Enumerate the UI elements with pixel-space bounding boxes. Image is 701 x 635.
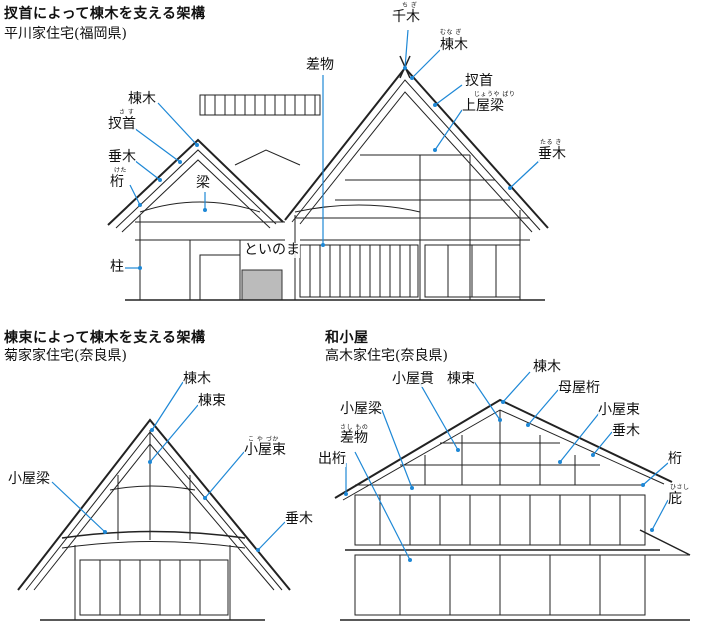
bottom-left-house-drawing bbox=[17, 418, 291, 621]
label-br-koyabari: 小屋梁 bbox=[340, 401, 382, 417]
ruby-br-hisashi: ひさし bbox=[670, 484, 690, 491]
label-hashira: 柱 bbox=[110, 259, 124, 275]
label-sasu-left: 扠首 bbox=[108, 116, 136, 132]
ruby-chigi: ち ぎ bbox=[402, 2, 418, 9]
top-section-subtitle: 平川家住宅(福岡県) bbox=[4, 26, 127, 42]
label-br-koyazuka: 小屋束 bbox=[598, 402, 640, 418]
label-bl-koyabari: 小屋梁 bbox=[8, 471, 50, 487]
ruby-br-sashimono: さし もの bbox=[340, 424, 369, 431]
label-chigi: 千木 bbox=[392, 9, 420, 25]
bottom-right-house-drawing bbox=[334, 398, 691, 621]
bottom-left-heading: 棟束によって棟木を支える架構 bbox=[4, 330, 206, 346]
ruby-keta-left: けた bbox=[114, 167, 128, 174]
label-hari: 梁 bbox=[196, 175, 210, 191]
label-taruki-left: 垂木 bbox=[108, 149, 136, 165]
label-bl-munagi: 棟木 bbox=[183, 371, 211, 387]
label-taruki-right: 垂木 bbox=[538, 146, 566, 162]
label-keta-left: 桁 bbox=[110, 174, 124, 190]
bottom-left-subtitle: 菊家家住宅(奈良県) bbox=[4, 348, 127, 364]
leader-dots bbox=[103, 66, 654, 562]
ruby-jouya-bari: じょうや ばり bbox=[474, 91, 516, 98]
label-bl-munazuka: 棟束 bbox=[198, 393, 226, 409]
label-jouya-bari: 上屋梁 bbox=[462, 98, 504, 114]
label-br-moyageta: 母屋桁 bbox=[558, 380, 600, 396]
label-munagi-left: 棟木 bbox=[128, 91, 156, 107]
label-br-hisashi: 庇 bbox=[668, 491, 682, 507]
label-br-koyanuki: 小屋貫 bbox=[392, 371, 434, 387]
label-br-degeta: 出桁 bbox=[318, 451, 346, 467]
top-section-heading: 扠首によって棟木を支える架構 bbox=[4, 6, 206, 22]
top-house-drawing bbox=[107, 55, 549, 301]
label-br-taruki: 垂木 bbox=[612, 423, 640, 439]
ruby-bl-koyazuka: こ や づか bbox=[248, 436, 279, 443]
label-bl-taruki: 垂木 bbox=[285, 511, 313, 527]
ruby-taruki-right: たる き bbox=[540, 139, 562, 146]
leader-lines bbox=[51, 29, 669, 561]
label-toinoma: といのま bbox=[244, 242, 300, 258]
label-br-munagi: 棟木 bbox=[533, 359, 561, 375]
label-munagi-top: 棟木 bbox=[440, 37, 468, 53]
label-br-sashimono: 差物 bbox=[340, 430, 368, 446]
ruby-sasu-left: さ す bbox=[119, 109, 135, 116]
label-sashimono-top: 差物 bbox=[306, 57, 334, 73]
bottom-right-heading: 和小屋 bbox=[325, 330, 369, 346]
ruby-munagi-top: むな ぎ bbox=[440, 29, 462, 36]
label-br-keta: 桁 bbox=[668, 451, 682, 467]
bottom-right-subtitle: 高木家住宅(奈良県) bbox=[325, 348, 448, 364]
label-sasu-right: 扠首 bbox=[465, 73, 493, 89]
label-bl-koyazuka: 小屋束 bbox=[244, 442, 286, 458]
label-br-munazuka: 棟束 bbox=[447, 371, 475, 387]
